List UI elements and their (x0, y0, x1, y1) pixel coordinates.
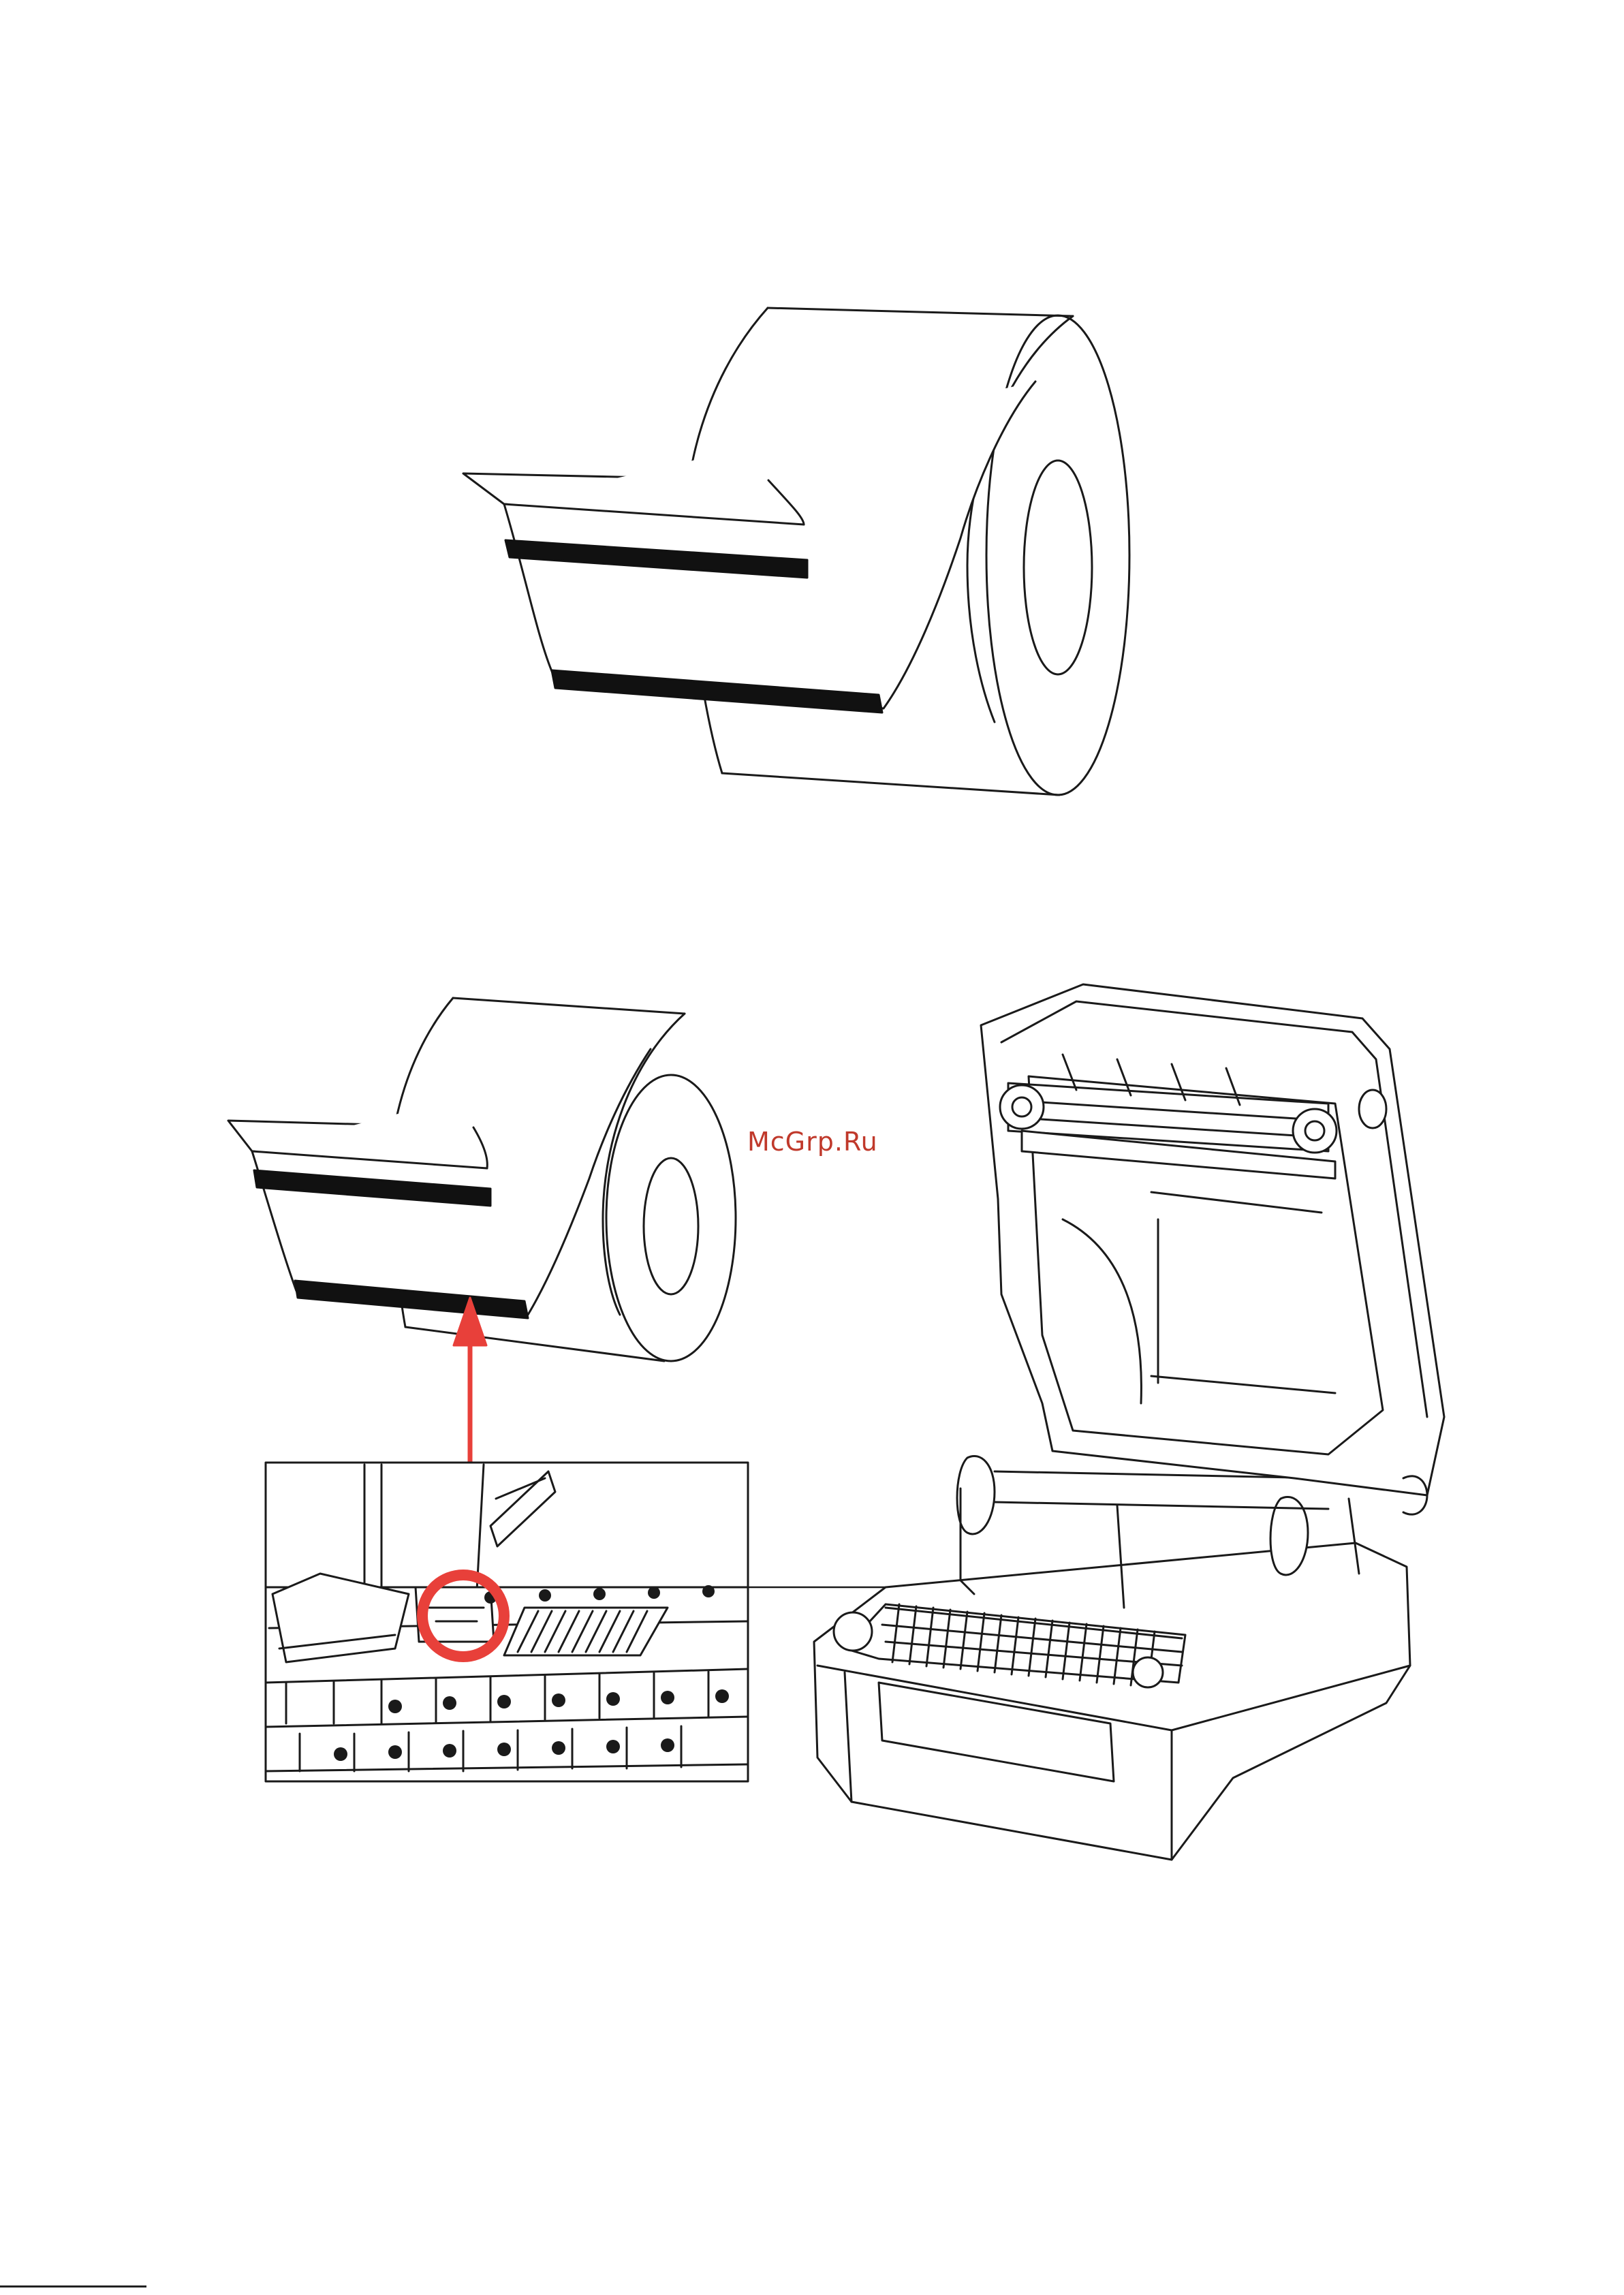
label-roll-bottom (228, 998, 736, 1361)
label-roll-top (463, 308, 1129, 795)
watermark-text: McGrp.Ru (747, 1127, 878, 1157)
footer-rule (0, 2285, 146, 2288)
printer-open (814, 984, 1444, 1860)
comb-guide (504, 1608, 668, 1655)
sensor-detail-callout (266, 1463, 748, 1781)
